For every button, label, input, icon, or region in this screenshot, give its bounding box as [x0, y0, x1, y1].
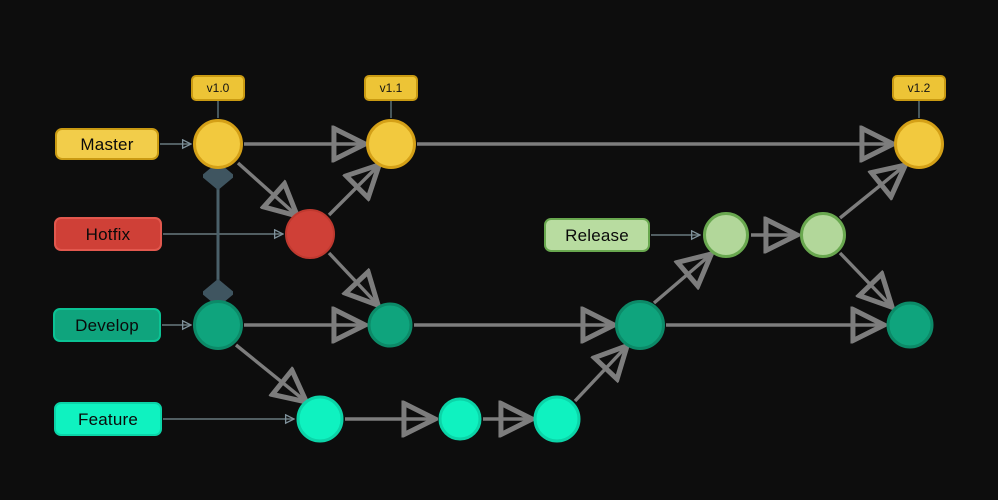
commit-node-m1[interactable] — [193, 119, 243, 169]
commit-node-d3[interactable] — [615, 300, 665, 350]
commit-node-d2[interactable] — [367, 302, 413, 348]
commit-node-h1[interactable] — [285, 209, 335, 259]
commit-node-d4[interactable] — [886, 301, 934, 349]
branch-label-master[interactable]: Master — [55, 128, 159, 160]
branch-label-develop-text: Develop — [75, 315, 139, 335]
edge-f3-d3 — [573, 348, 625, 403]
branch-label-master-text: Master — [80, 134, 134, 154]
thin-label-connectors — [160, 144, 699, 419]
version-tag-v1-1[interactable]: v1.1 — [364, 75, 418, 101]
branch-label-release[interactable]: Release — [544, 218, 650, 252]
commit-node-d1[interactable] — [193, 300, 243, 350]
commit-node-m2[interactable] — [366, 119, 416, 169]
commit-edges — [234, 144, 903, 419]
version-tag-v1-0[interactable]: v1.0 — [191, 75, 245, 101]
version-tag-v1-1-text: v1.1 — [379, 81, 403, 95]
edge-d3-r1 — [652, 256, 709, 305]
branch-label-hotfix-text: Hotfix — [85, 224, 131, 244]
branch-label-feature-text: Feature — [78, 409, 138, 429]
commit-node-f3[interactable] — [533, 395, 581, 443]
edge-d1-f1 — [234, 343, 304, 400]
edge-m1-h1 — [236, 161, 295, 214]
tag-connectors — [217, 101, 920, 118]
version-tag-v1-0-text: v1.0 — [206, 81, 230, 95]
edge-r2-m3 — [838, 167, 903, 220]
branch-label-develop[interactable]: Develop — [53, 308, 161, 342]
edge-h1-m2 — [327, 167, 377, 217]
commit-node-f2[interactable] — [438, 397, 482, 441]
branch-label-release-text: Release — [565, 225, 629, 245]
commit-node-r1[interactable] — [703, 212, 749, 258]
version-tag-v1-2-text: v1.2 — [907, 81, 931, 95]
edge-h1-d2 — [327, 251, 376, 303]
version-tag-v1-2[interactable]: v1.2 — [892, 75, 946, 101]
commit-node-m3[interactable] — [894, 119, 944, 169]
branch-label-feature[interactable]: Feature — [54, 402, 162, 436]
commit-node-f1[interactable] — [296, 395, 344, 443]
edge-r2-d4 — [838, 251, 890, 305]
commit-node-r2[interactable] — [800, 212, 846, 258]
branch-label-hotfix[interactable]: Hotfix — [54, 217, 162, 251]
